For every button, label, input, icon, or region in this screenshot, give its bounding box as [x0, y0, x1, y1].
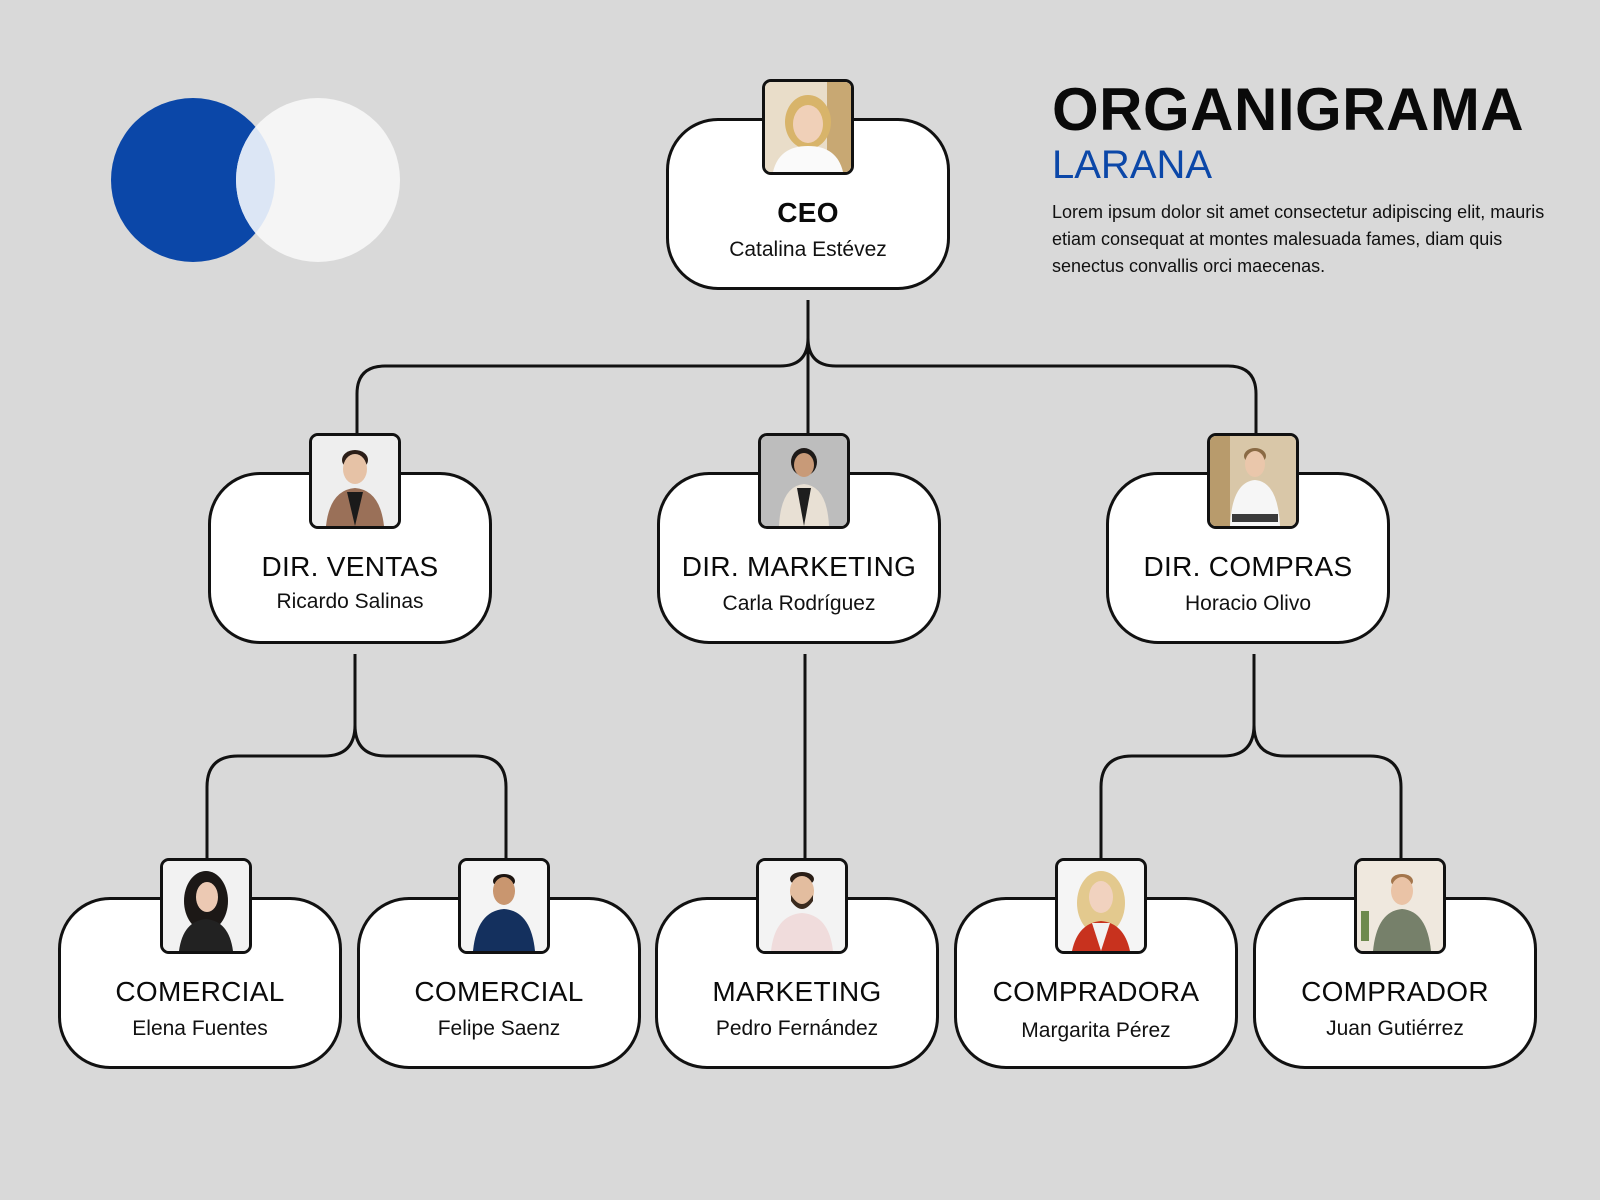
person-photo-man-olive-shirt-icon	[1357, 861, 1443, 951]
photo-staff-comercial-1	[160, 858, 252, 954]
person-photo-man-white-shirt-icon	[1210, 436, 1296, 526]
logo-circle-white	[236, 98, 400, 262]
person-photo-woman-dark-hair-icon	[163, 861, 249, 951]
node-name: Horacio Olivo	[1184, 592, 1312, 615]
connector-compras-comprador	[1252, 654, 1403, 858]
connector-ceo-compras	[806, 300, 1258, 438]
photo-staff-compradora	[1055, 858, 1147, 954]
node-name: Ricardo Salinas	[276, 590, 424, 613]
connector-ventas-comercial-2	[353, 654, 508, 858]
logo-circle-blue	[111, 98, 275, 262]
node-role: COMPRADORA	[992, 976, 1200, 1007]
photo-dir-marketing	[758, 433, 850, 529]
photo-ceo	[762, 79, 854, 175]
photo-dir-ventas	[309, 433, 401, 529]
photo-staff-comprador	[1354, 858, 1446, 954]
node-name: Catalina Estévez	[729, 238, 887, 261]
node-name: Carla Rodríguez	[722, 592, 876, 615]
photo-staff-marketing	[756, 858, 848, 954]
connector-ceo-ventas	[355, 300, 810, 438]
page-title: ORGANIGRAMA	[1052, 76, 1525, 143]
node-name: Juan Gutiérrez	[1326, 1017, 1464, 1040]
person-photo-woman-blonde-icon	[765, 82, 851, 172]
node-name: Pedro Fernández	[715, 1017, 879, 1040]
person-photo-woman-blonde-red-icon	[1058, 861, 1144, 951]
connector-ventas-comercial-1	[205, 654, 357, 858]
node-role: DIR. VENTAS	[261, 551, 439, 582]
person-photo-man-navy-polo-icon	[461, 861, 547, 951]
brand-logo-icon	[111, 98, 400, 262]
node-role: COMERCIAL	[115, 976, 285, 1007]
company-name: LARANA	[1052, 143, 1213, 187]
connector-compras-compradora	[1099, 654, 1256, 858]
node-role: CEO	[777, 197, 839, 228]
person-photo-man-beard-icon	[759, 861, 845, 951]
description-text: Lorem ipsum dolor sit amet consectetur a…	[1052, 202, 1545, 276]
node-name: Elena Fuentes	[132, 1017, 268, 1040]
node-role: COMERCIAL	[414, 976, 584, 1007]
person-photo-man-brown-jacket-icon	[312, 436, 398, 526]
photo-dir-compras	[1207, 433, 1299, 529]
node-role: COMPRADOR	[1301, 976, 1489, 1007]
node-role: DIR. COMPRAS	[1143, 551, 1353, 582]
node-role: MARKETING	[712, 976, 882, 1007]
person-photo-woman-blazer-icon	[761, 436, 847, 526]
node-name: Margarita Pérez	[1021, 1019, 1171, 1042]
header-block: ORGANIGRAMA LARANA Lorem ipsum dolor sit…	[1052, 78, 1552, 280]
photo-staff-comercial-2	[458, 858, 550, 954]
node-name: Felipe Saenz	[437, 1017, 561, 1040]
node-role: DIR. MARKETING	[681, 551, 917, 582]
